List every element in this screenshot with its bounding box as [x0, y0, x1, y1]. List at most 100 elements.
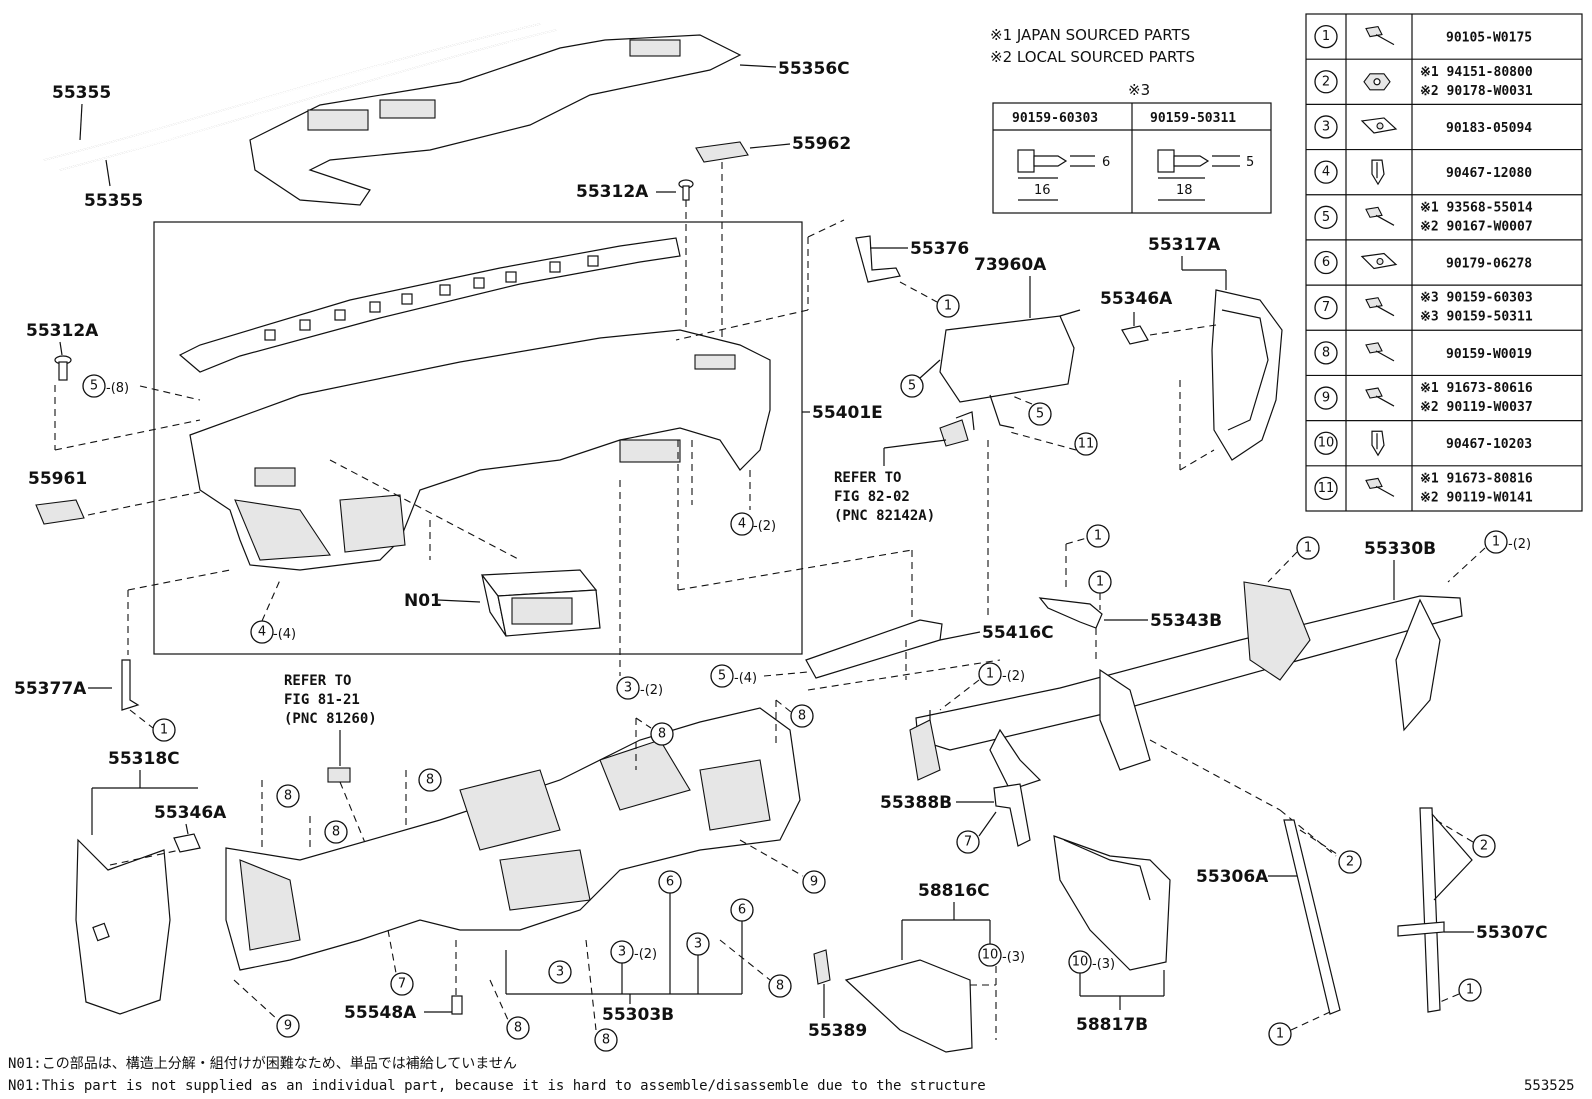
row-number-badge — [1314, 205, 1338, 229]
callout-1-brace-a: 1 — [1268, 1022, 1292, 1046]
screw-dia-2: 5 — [1246, 155, 1254, 170]
clip-part — [695, 141, 749, 163]
part-number: 90179-06278 — [1446, 257, 1532, 272]
callout-6-a: 6 — [658, 870, 682, 894]
parts-table-row: 2※1 94151-80800※2 90178-W0031 — [1306, 58, 1582, 99]
clip-part — [173, 833, 201, 853]
part-number: ※2 90119-W0037 — [1420, 400, 1533, 415]
bracket-part — [805, 619, 943, 679]
callout-8-g: 8 — [506, 1016, 530, 1040]
svg-text:2: 2 — [1346, 855, 1354, 870]
part-number: 90105-W0175 — [1446, 31, 1532, 46]
svg-text:2: 2 — [1480, 839, 1488, 854]
svg-text:3: 3 — [618, 945, 626, 960]
push-clip-part — [54, 355, 72, 381]
part-number: ※2 90167-W0007 — [1420, 219, 1533, 234]
bolt-icon — [1365, 387, 1395, 407]
row-number: 9 — [1322, 391, 1330, 406]
cross-car-beam-part — [915, 595, 1463, 751]
callout-1-55343b-b: 1 — [1088, 570, 1112, 594]
label-55389: 55389 — [808, 1021, 867, 1041]
row-number: 11 — [1318, 481, 1335, 496]
brace-part — [1419, 807, 1441, 1013]
qty-5-8: -(8) — [106, 381, 129, 396]
callout-9-left: 9 — [276, 1014, 300, 1038]
part-number: ※3 90159-60303 — [1420, 291, 1533, 306]
part-number: ※1 94151-80800 — [1420, 65, 1533, 80]
callout-10-a: 10 -(3) — [978, 943, 1025, 967]
svg-text:8: 8 — [426, 773, 434, 788]
part-number: ※2 90119-W0141 — [1420, 490, 1533, 505]
cap-part — [451, 995, 463, 1015]
label-55388b: 55388B — [880, 793, 952, 813]
svg-text:7: 7 — [964, 835, 972, 850]
refer-b-line2: FIG 81-21 — [284, 692, 360, 708]
callout-8-h: 8 — [594, 1028, 618, 1052]
bolt-icon — [1365, 25, 1395, 46]
push-clip-part — [678, 179, 694, 201]
svg-text:9: 9 — [810, 875, 818, 890]
vent-part — [35, 499, 85, 525]
screw-icon — [1157, 149, 1240, 201]
label-55961: 55961 — [28, 469, 87, 489]
callout-1-beam-left: 1 -(2) — [978, 662, 1025, 686]
screw-spec-table: ※3 90159-60303 90159-50311 16 6 18 5 — [992, 81, 1272, 214]
svg-text:5: 5 — [1036, 407, 1044, 422]
row-number-badge — [1314, 386, 1338, 410]
callout-5-left: 5 -(8) — [82, 374, 129, 398]
svg-text:8: 8 — [514, 1021, 522, 1036]
qty-10-3b: -(3) — [1092, 957, 1115, 972]
callout-5-airbag-a: 5 — [900, 374, 924, 398]
svg-text:1: 1 — [1466, 983, 1474, 998]
svg-text:5: 5 — [90, 379, 98, 394]
label-55416c: 55416C — [982, 623, 1054, 643]
row-number: 10 — [1318, 436, 1335, 451]
weatherstrip-part — [43, 23, 557, 171]
svg-text:3: 3 — [556, 965, 564, 980]
note-local-sourced: ※2 LOCAL SOURCED PARTS — [990, 48, 1195, 66]
svg-text:10: 10 — [1072, 955, 1089, 970]
label-55306a: 55306A — [1196, 867, 1269, 887]
svg-text:1: 1 — [1094, 529, 1102, 544]
row-number-badge — [1314, 341, 1338, 365]
callout-8-f: 8 — [768, 974, 792, 998]
screw-dia-1: 6 — [1102, 155, 1110, 170]
callout-4-right: 4 -(2) — [730, 512, 776, 536]
figure-id: 553525 — [1524, 1078, 1575, 1094]
airbag-part — [939, 315, 1075, 403]
footnote-jp: N01:この部品は、構造上分解・組付けが困難なため、単品では補給していません — [8, 1056, 517, 1072]
part-number: 90467-10203 — [1446, 437, 1532, 452]
label-55356c: 55356C — [778, 59, 850, 79]
label-55303b: 55303B — [602, 1005, 674, 1025]
qty-4-4: -(4) — [273, 627, 296, 642]
clip-icon — [1371, 159, 1385, 186]
label-55317a: 55317A — [1148, 235, 1221, 255]
svg-text:4: 4 — [738, 517, 746, 532]
footnote-en: N01:This part is not supplied as an indi… — [8, 1078, 986, 1094]
label-55962: 55962 — [792, 134, 851, 154]
row-number: 5 — [1322, 210, 1330, 225]
refer-a-line2: FIG 82-02 — [834, 489, 910, 505]
clip-part — [1121, 325, 1149, 345]
callout-1-55376: 1 — [936, 294, 960, 318]
bracket-part — [121, 659, 140, 711]
svg-text:7: 7 — [398, 977, 406, 992]
callout-1-beam-right: 1 -(2) — [1484, 530, 1531, 554]
callout-2-brace-a: 2 — [1338, 850, 1362, 874]
callout-3-box: 3 -(2) — [616, 676, 663, 700]
callout-1-left: 1 — [152, 718, 176, 742]
svg-text:5: 5 — [718, 669, 726, 684]
label-55346a-bot: 55346A — [154, 803, 227, 823]
svg-text:9: 9 — [284, 1019, 292, 1034]
bolt-icon — [1365, 477, 1395, 497]
connector-part — [327, 767, 351, 783]
bolt-icon — [1365, 342, 1395, 362]
clip-part — [813, 949, 831, 985]
label-58816c: 58816C — [918, 881, 990, 901]
svg-text:6: 6 — [666, 875, 674, 890]
callout-8-a: 8 — [650, 722, 674, 746]
